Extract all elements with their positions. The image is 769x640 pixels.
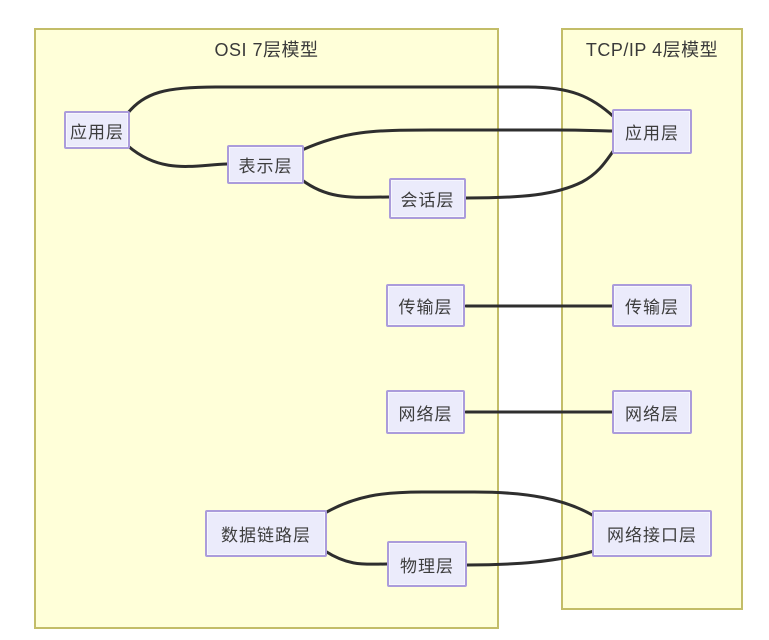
node-osi-physical-layer[interactable]: 物理层 [387,541,467,587]
node-label: 网络层 [398,404,453,424]
node-label: 网络接口层 [607,526,697,545]
node-osi-session-layer[interactable]: 会话层 [389,178,466,219]
node-osi-presentation-layer[interactable]: 表示层 [227,145,304,184]
node-tcpip-transport-layer[interactable]: 传输层 [612,284,692,327]
node-osi-datalink-layer[interactable]: 数据链路层 [205,510,327,557]
node-osi-application-layer[interactable]: 应用层 [64,111,130,149]
node-label: 数据链路层 [221,526,311,545]
node-label: 传输层 [625,298,679,317]
node-label: 网络层 [625,404,679,424]
node-tcpip-application-layer[interactable]: 应用层 [612,109,692,154]
node-tcpip-network-layer[interactable]: 网络层 [612,390,692,434]
node-label: 物理层 [400,556,454,576]
node-osi-transport-layer[interactable]: 传输层 [386,284,465,327]
node-osi-network-layer[interactable]: 网络层 [386,390,465,434]
container-osi-title: OSI 7层模型 [214,40,319,60]
node-label: 传输层 [398,298,453,317]
node-tcpip-network-interface-layer[interactable]: 网络接口层 [592,510,712,557]
node-label: 会话层 [400,191,455,210]
node-label: 应用层 [625,124,679,143]
node-label: 表示层 [238,157,293,176]
node-label: 应用层 [70,122,124,142]
container-tcpip-title: TCP/IP 4层模型 [585,40,719,60]
